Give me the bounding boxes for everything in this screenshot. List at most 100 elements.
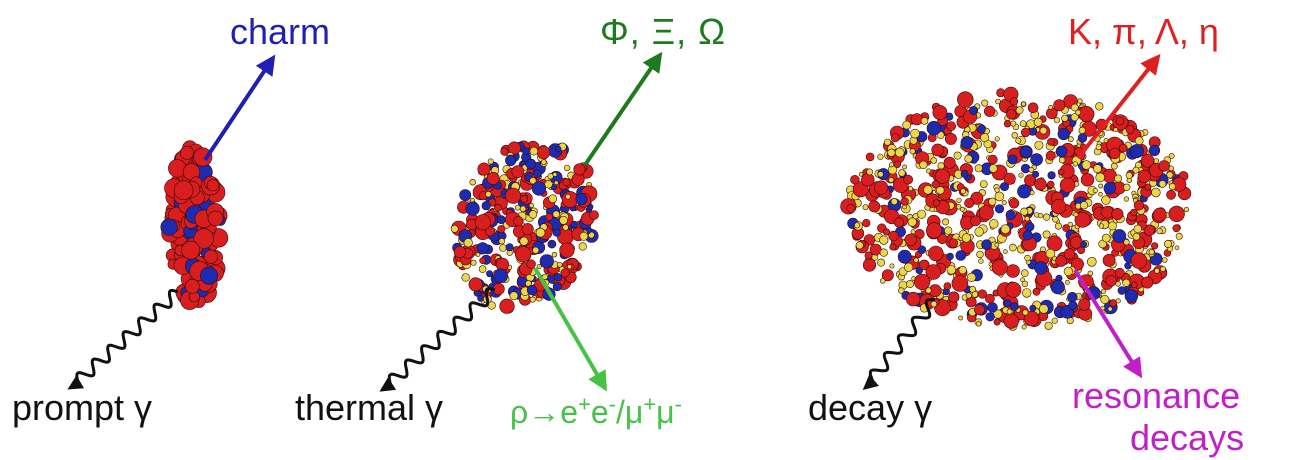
neutron-particle (1050, 280, 1065, 295)
pion-particle (1024, 254, 1031, 262)
dilepton-rho: ρ→e (510, 394, 578, 430)
pion-particle (1078, 126, 1086, 134)
pion-particle (1020, 207, 1029, 216)
pion-particle (1022, 309, 1029, 316)
pion-particle (974, 227, 984, 237)
pion-particle (883, 138, 891, 146)
pion-particle (1115, 281, 1121, 287)
proton-particle (500, 147, 509, 156)
proton-particle (1172, 224, 1181, 233)
pion-particle (1021, 324, 1027, 330)
thermal-photon-label: thermal γ (295, 387, 444, 428)
neutron-particle (1034, 261, 1048, 275)
pion-particle (877, 153, 884, 160)
pion-particle (1174, 245, 1180, 251)
pion-particle (1160, 266, 1166, 272)
pion-particle (1148, 249, 1155, 256)
proton-particle (904, 233, 918, 247)
pion-particle (958, 266, 967, 275)
pion-particle (1093, 164, 1102, 174)
neutron-particle (985, 312, 995, 322)
proton-particle (873, 180, 889, 195)
pion-particle (519, 236, 529, 246)
pion-particle (925, 287, 932, 294)
proton-particle (1102, 168, 1117, 183)
proton-particle (1108, 147, 1121, 160)
pion-particle (858, 171, 864, 177)
proton-particle (1046, 235, 1063, 252)
pion-particle (478, 265, 487, 273)
proton-particle (1059, 177, 1076, 193)
pion-particle (994, 136, 1000, 142)
pion-particle (1000, 224, 1011, 234)
pion-particle (1168, 182, 1176, 191)
pion-particle (930, 300, 938, 308)
proton-particle (868, 200, 881, 213)
pion-particle (890, 198, 898, 206)
proton-particle (1130, 252, 1148, 269)
proton-particle (918, 259, 930, 271)
proton-particle (970, 215, 981, 227)
pion-particle (1019, 120, 1027, 127)
pion-particle (1095, 172, 1105, 183)
hadrons-label: K, π, Λ, η (1068, 11, 1219, 52)
pion-particle (1065, 279, 1070, 285)
proton-particle (846, 203, 856, 213)
pion-particle (1110, 162, 1118, 170)
pion-particle (910, 128, 920, 139)
pion-particle (540, 159, 547, 165)
proton-particle (862, 258, 877, 272)
pion-particle (877, 171, 884, 178)
sup-minus-1: - (608, 391, 616, 417)
pion-particle (1122, 278, 1131, 287)
pion-particle (905, 280, 914, 289)
pion-particle (1001, 200, 1007, 206)
pion-particle (913, 257, 919, 263)
pion-particle (1043, 213, 1051, 221)
neutron-particle (977, 124, 986, 134)
proton-particle (1062, 224, 1070, 232)
proton-particle (562, 178, 571, 187)
proton-particle (948, 238, 958, 248)
proton-particle (957, 91, 974, 108)
pion-particle (894, 147, 905, 158)
proton-particle (499, 298, 515, 314)
pion-particle (1175, 232, 1183, 240)
neutron-particle (547, 239, 557, 249)
decay-photon-wavy-arrow (862, 298, 936, 390)
proton-particle (931, 143, 945, 157)
pion-particle (958, 315, 963, 321)
proton-particle (507, 141, 521, 155)
pion-particle (1132, 232, 1141, 241)
pion-particle (1039, 126, 1048, 135)
proton-particle (486, 171, 500, 185)
proton-particle (865, 152, 875, 162)
pion-particle (937, 162, 945, 170)
dilepton-slash-mu: /μ (615, 394, 644, 430)
proton-particle (1003, 172, 1016, 185)
proton-particle (1131, 281, 1138, 289)
prompt-photon-label: prompt γ (12, 387, 153, 428)
pion-particle (499, 244, 507, 252)
proton-particle (1078, 298, 1091, 311)
strange-hadrons-label: Φ, Ξ, Ω (600, 11, 727, 52)
pion-particle (1020, 101, 1026, 107)
pion-particle (1153, 158, 1160, 164)
proton-particle (893, 217, 905, 228)
pion-particle (1018, 172, 1024, 178)
proton-particle (993, 318, 1001, 326)
proton-particle (862, 219, 871, 228)
neutron-particle (525, 158, 537, 170)
pion-particle (470, 259, 477, 266)
pion-particle (1098, 192, 1103, 197)
pion-particle (463, 238, 473, 248)
proton-particle (1046, 180, 1055, 189)
proton-particle (1137, 169, 1151, 183)
neutron-particle (1019, 146, 1032, 159)
proton-particle (864, 251, 873, 260)
pion-particle (988, 164, 998, 173)
pion-particle (1045, 248, 1056, 259)
pion-particle (529, 177, 537, 185)
pion-particle (1113, 127, 1119, 133)
neutron-particle (505, 154, 517, 166)
